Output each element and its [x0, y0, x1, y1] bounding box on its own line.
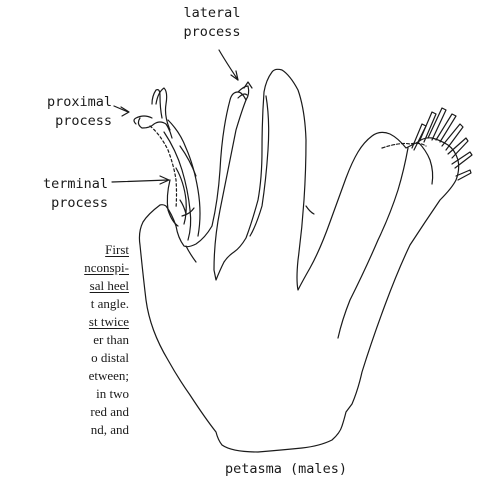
petasma-right-lobe-inner: [338, 148, 408, 338]
left-lobe-lower-inner: [186, 246, 196, 262]
mid-notch: [306, 206, 314, 214]
lateral-process-hook: [238, 94, 247, 98]
petasma-outline: [134, 69, 472, 452]
lateral-process-arrow: [219, 50, 238, 80]
terminal-process-arrow: [112, 180, 168, 182]
middle-lobe-inner: [250, 96, 269, 236]
pointer-arrows: [112, 50, 238, 184]
terminal-process: [167, 180, 194, 226]
proximal-process-arrowhead: [121, 107, 129, 116]
lateral-process-spike: [238, 86, 249, 100]
petasma-right-lobe-detail: [418, 142, 433, 184]
petasma-main-outline: [139, 69, 458, 452]
proximal-process: [134, 88, 200, 240]
